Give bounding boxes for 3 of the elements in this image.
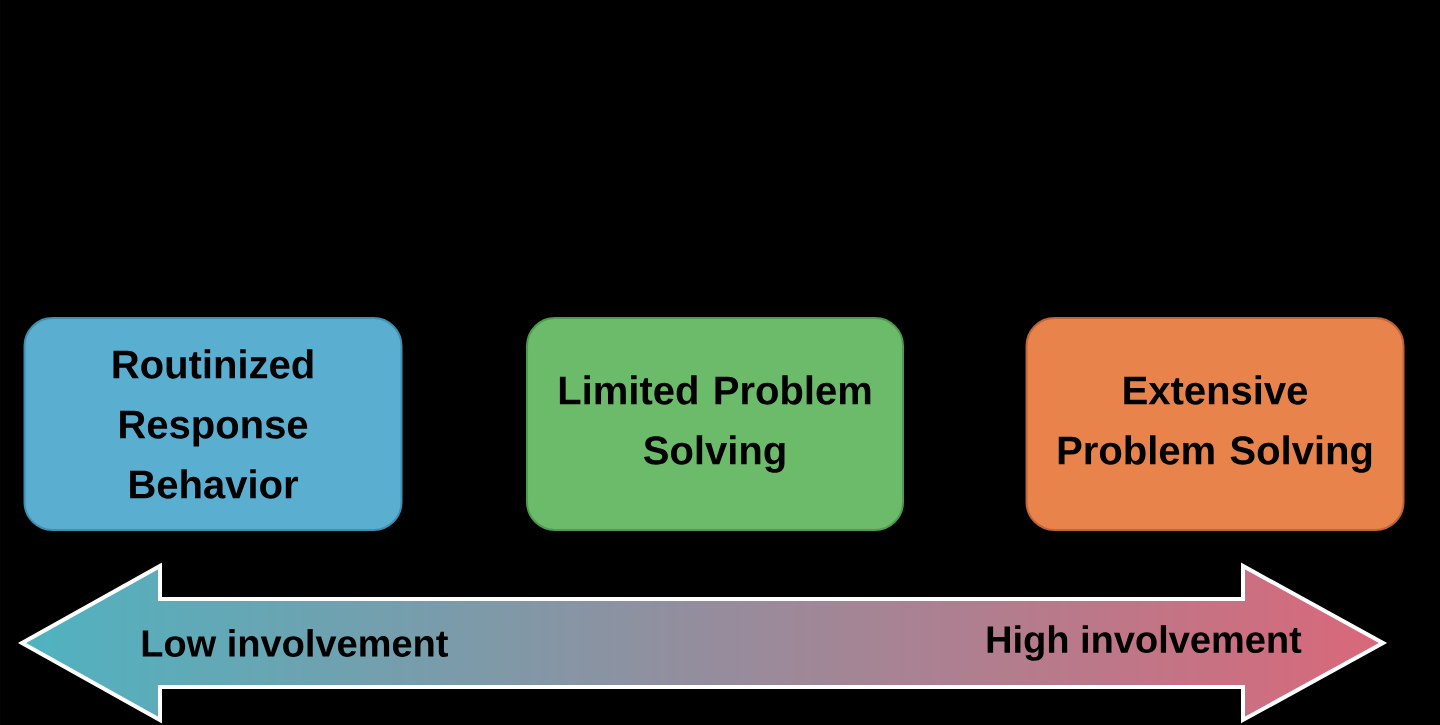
process-box: Limited Problem Solving [526,317,904,531]
process-box: Routinized Response Behavior [23,317,403,531]
process-box: Extensive Problem Solving [1025,317,1405,531]
